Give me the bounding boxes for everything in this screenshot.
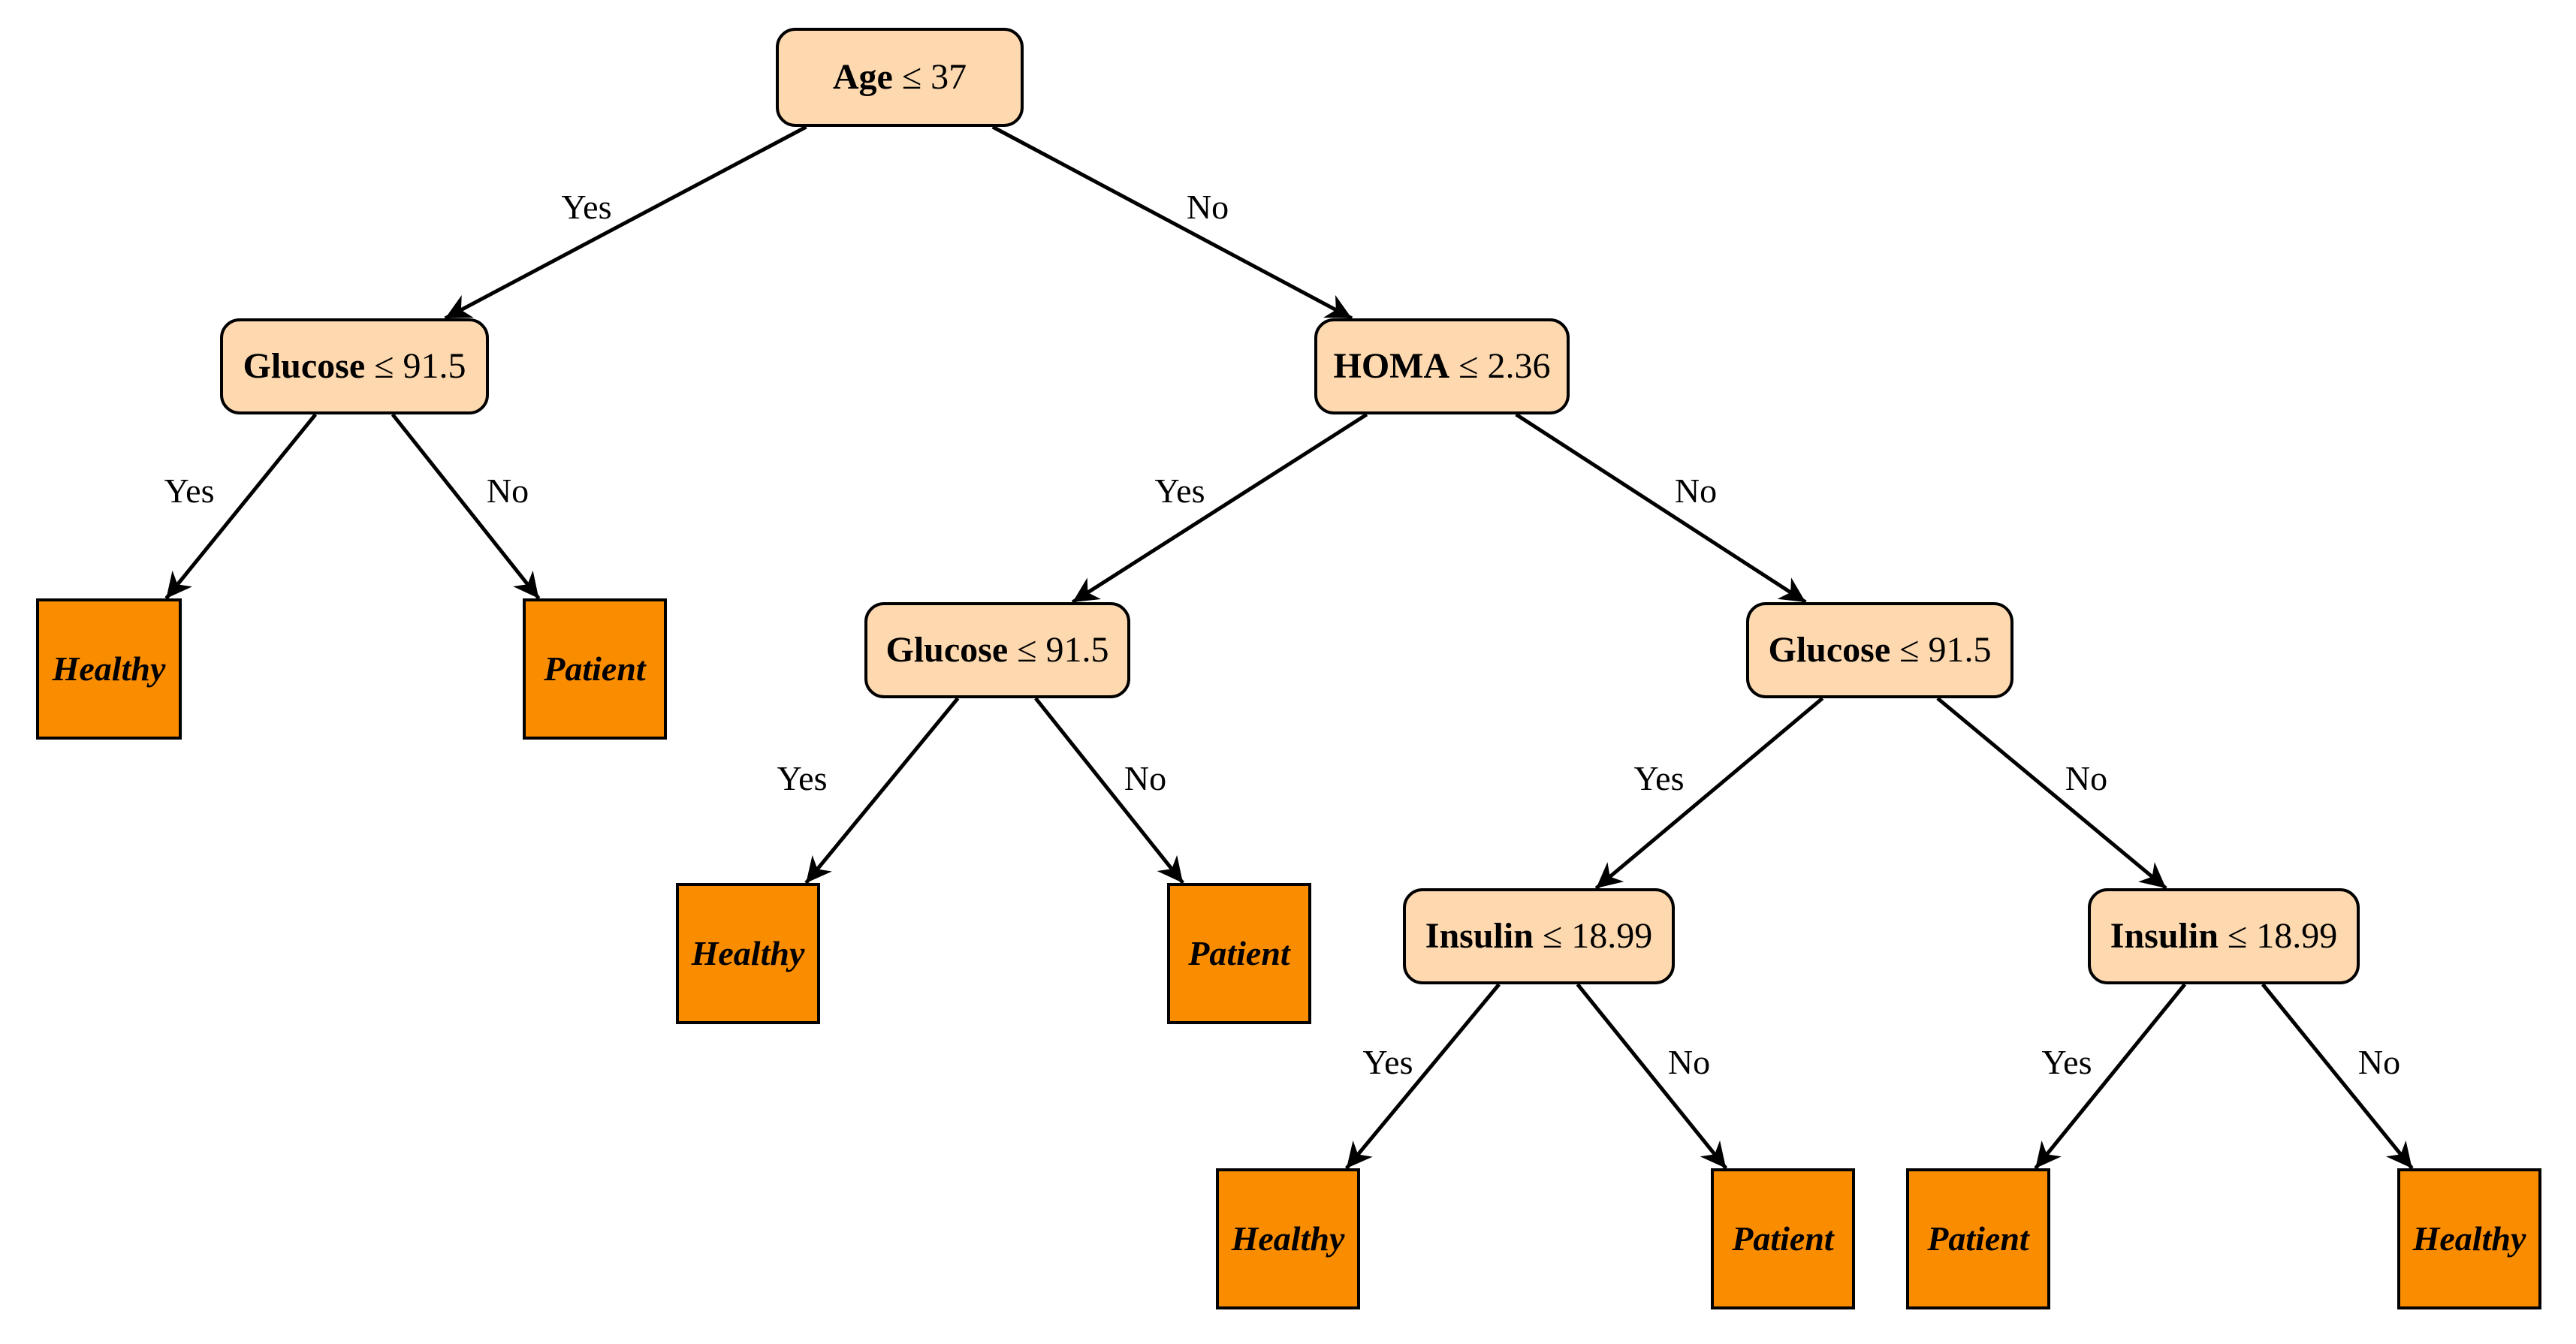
edge-arrow-age-glucose-left	[444, 125, 807, 321]
edge-arrow-homa-glucose-mid	[1071, 412, 1368, 604]
edge-label-glucose-left-patient-1: No	[486, 472, 529, 510]
decision-feature-label: Insulin	[2110, 916, 2219, 956]
edge-label-homa-glucose-right: No	[1674, 472, 1718, 510]
edge-label-homa-glucose-mid: Yes	[1154, 472, 1205, 510]
edge-arrow-homa-glucose-right	[1515, 412, 1807, 604]
edge-label-insulin-right-patient-4: Yes	[2041, 1043, 2092, 1081]
decision-threshold-label: ≤ 91.5	[1017, 630, 1109, 670]
edge-arrow-insulin-left-healthy-3	[1344, 983, 1501, 1170]
edge-label-age-glucose-left: Yes	[561, 188, 612, 226]
decision-threshold-label: ≤ 37	[901, 57, 967, 97]
edge-label-glucose-right-insulin-right: No	[2065, 759, 2108, 797]
edge-label-glucose-right-insulin-left: Yes	[1633, 759, 1685, 797]
decision-feature-label: Glucose	[885, 630, 1009, 670]
edge-arrow-glucose-mid-patient-2	[1034, 697, 1185, 884]
leaf-node-healthy-2: Healthy	[676, 883, 820, 1024]
decision-feature-label: Insulin	[1425, 916, 1534, 956]
leaf-node-patient-3: Patient	[1711, 1168, 1855, 1309]
edge-arrow-insulin-right-patient-4	[2034, 983, 2187, 1170]
decision-threshold-label: ≤ 91.5	[1899, 630, 1992, 670]
decision-node-insulin-right: Insulin≤ 18.99	[2088, 888, 2360, 984]
decision-node-glucose-right: Glucose≤ 91.5	[1746, 602, 2013, 698]
edge-arrow-age-homa	[991, 125, 1353, 321]
decision-node-insulin-left: Insulin≤ 18.99	[1403, 888, 1675, 984]
edge-label-insulin-right-healthy-4: No	[2357, 1043, 2401, 1081]
decision-feature-label: Glucose	[243, 346, 366, 386]
edge-arrow-glucose-left-healthy-1	[164, 413, 318, 600]
edge-label-glucose-left-healthy-1: Yes	[164, 472, 215, 510]
edge-arrow-glucose-right-insulin-right	[1936, 697, 2167, 890]
edge-arrow-insulin-left-patient-3	[1576, 983, 1728, 1170]
decision-node-homa: HOMA≤ 2.36	[1314, 318, 1570, 414]
edge-arrow-glucose-left-patient-1	[391, 413, 541, 600]
decision-feature-label: HOMA	[1333, 346, 1450, 386]
leaf-node-patient-1: Patient	[523, 598, 667, 740]
leaf-node-patient-2: Patient	[1167, 883, 1311, 1024]
edge-arrow-insulin-right-healthy-4	[2261, 983, 2414, 1170]
decision-threshold-label: ≤ 91.5	[374, 346, 466, 386]
decision-threshold-label: ≤ 2.36	[1458, 346, 1551, 386]
decision-threshold-label: ≤ 18.99	[1542, 916, 1653, 956]
leaf-node-patient-4: Patient	[1906, 1168, 2050, 1309]
edge-arrow-glucose-mid-healthy-2	[804, 697, 960, 884]
decision-node-glucose-mid: Glucose≤ 91.5	[864, 602, 1130, 698]
decision-node-glucose-left: Glucose≤ 91.5	[220, 318, 489, 414]
edge-arrow-glucose-right-insulin-left	[1594, 697, 1824, 890]
leaf-node-healthy-1: Healthy	[36, 598, 182, 740]
edge-label-age-homa: No	[1186, 188, 1229, 226]
leaf-node-healthy-3: Healthy	[1216, 1168, 1360, 1309]
decision-threshold-label: ≤ 18.99	[2227, 916, 2338, 956]
edge-label-insulin-left-healthy-3: Yes	[1362, 1043, 1413, 1081]
edge-label-insulin-left-patient-3: No	[1667, 1043, 1711, 1081]
edge-label-glucose-mid-healthy-2: Yes	[777, 759, 828, 797]
decision-feature-label: Age	[832, 57, 893, 97]
leaf-node-healthy-4: Healthy	[2397, 1168, 2541, 1309]
decision-node-age: Age≤ 37	[776, 28, 1024, 127]
edge-label-glucose-mid-patient-2: No	[1124, 759, 1167, 797]
decision-feature-label: Glucose	[1768, 630, 1891, 670]
